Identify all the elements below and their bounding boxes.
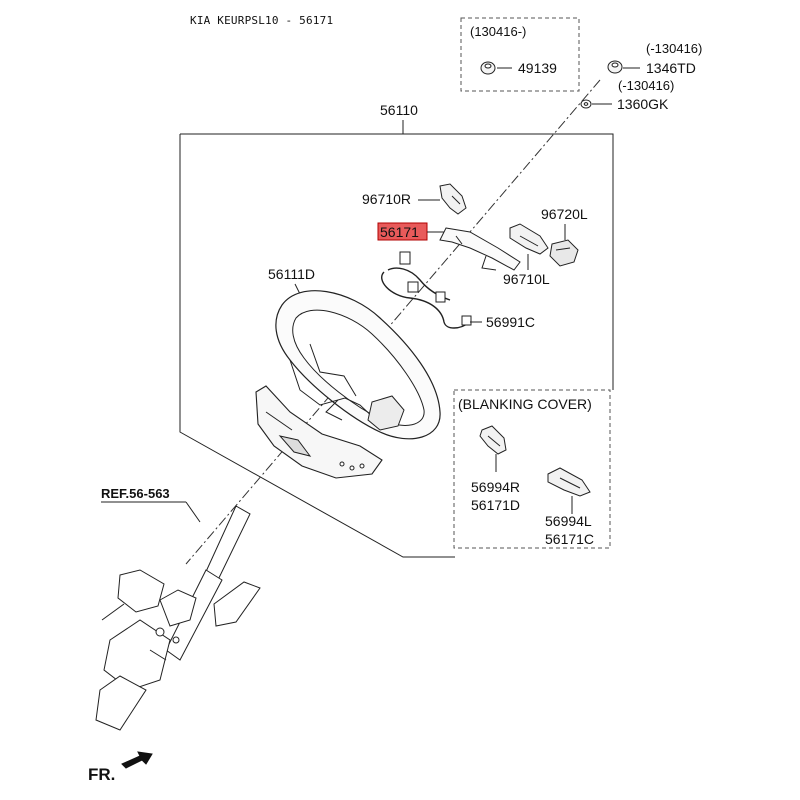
bezel-icon[interactable] — [439, 227, 521, 271]
part-49139-label[interactable]: 49139 — [518, 60, 557, 76]
leader-line — [185, 501, 201, 523]
switch-icon[interactable] — [547, 467, 591, 497]
lower-cover-icon[interactable] — [255, 385, 383, 479]
switch-icon[interactable] — [479, 425, 507, 455]
part-1346td-label[interactable]: 1346TD — [646, 60, 696, 76]
switch-icon[interactable] — [509, 223, 549, 255]
part-56171-highlight[interactable]: 56171 — [377, 222, 428, 241]
part-56171d-label[interactable]: 56171D — [471, 497, 520, 513]
part-56994l-label[interactable]: 56994L — [545, 513, 592, 529]
steering-wheel-icon[interactable] — [275, 290, 441, 440]
ref-label[interactable]: REF.56-563 — [101, 486, 170, 501]
part-56111d-label[interactable]: 56111D — [268, 266, 315, 282]
part-56171c-label[interactable]: 56171C — [545, 531, 594, 547]
column-icon[interactable] — [95, 505, 261, 731]
washer-icon[interactable] — [580, 99, 592, 109]
note-1346-label: (-130416) — [646, 41, 702, 56]
part-56171-label[interactable]: 56171 — [380, 224, 419, 240]
part-56994r-label[interactable]: 56994R — [471, 479, 520, 495]
blanking-cover-box — [453, 389, 611, 549]
assembly-outline — [179, 134, 455, 558]
page-title: KIA KEURPSL10 - 56171 — [190, 14, 334, 27]
nut-icon[interactable] — [480, 61, 496, 75]
part-1360gk-label[interactable]: 1360GK — [617, 96, 669, 112]
part-96720l-label[interactable]: 96720L — [541, 206, 588, 222]
front-label: FR. — [88, 765, 115, 784]
note-1360-label: (-130416) — [618, 78, 674, 93]
assembly-outline — [180, 133, 614, 390]
center-axis — [185, 79, 601, 565]
connector-icon[interactable] — [549, 239, 579, 267]
blanking-title: (BLANKING COVER) — [458, 396, 592, 412]
kit-box — [460, 17, 580, 92]
harness-icon[interactable] — [381, 251, 472, 329]
arrow-icon — [121, 751, 153, 769]
part-96710r-label[interactable]: 96710R — [362, 191, 411, 207]
switch-icon[interactable] — [439, 183, 467, 215]
assembly-label[interactable]: 56110 — [380, 102, 418, 118]
part-56991c-label[interactable]: 56991C — [486, 314, 535, 330]
nut-icon[interactable] — [607, 60, 623, 74]
kit-label: (130416-) — [470, 24, 526, 39]
part-96710l-label[interactable]: 96710L — [503, 271, 550, 287]
